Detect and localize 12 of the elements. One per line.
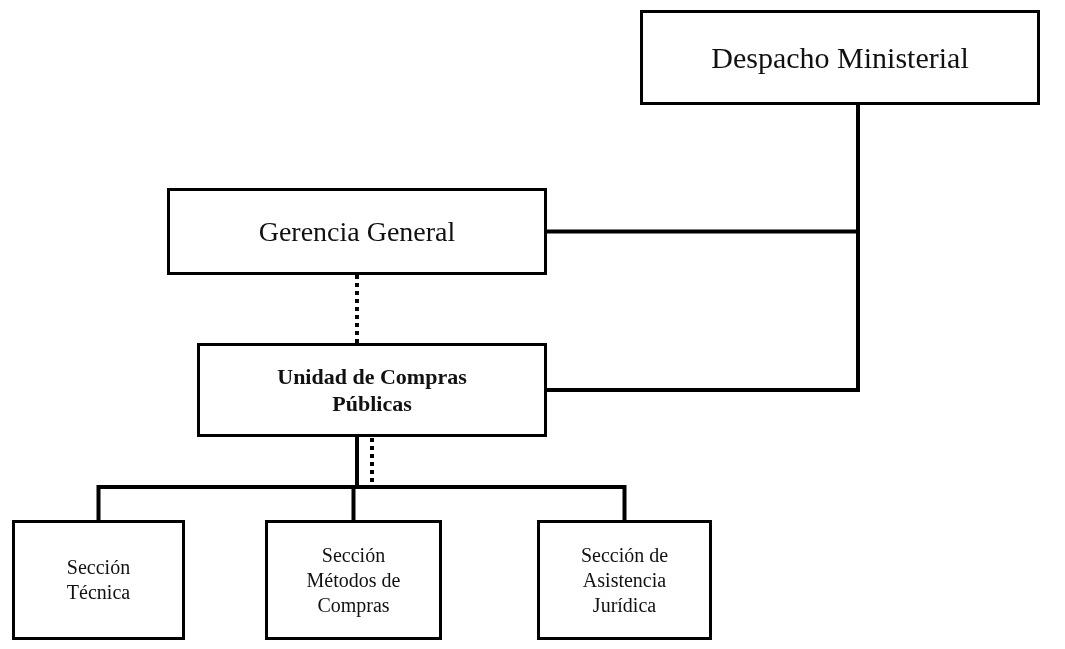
org-box	[12, 520, 185, 640]
org-box	[167, 188, 547, 275]
box-label: Despacho Ministerial	[711, 39, 969, 76]
org-box	[197, 343, 547, 437]
box-label: Sección Métodos de Compras	[305, 542, 402, 618]
box-label: Sección de Asistencia Jurídica	[579, 542, 670, 618]
org-box	[537, 520, 712, 640]
box-label: Gerencia General	[258, 215, 456, 249]
org-box	[265, 520, 442, 640]
box-label: Sección Técnica	[65, 555, 132, 605]
org-box	[640, 10, 1040, 105]
box-label: Unidad de Compras Públicas	[276, 362, 468, 418]
